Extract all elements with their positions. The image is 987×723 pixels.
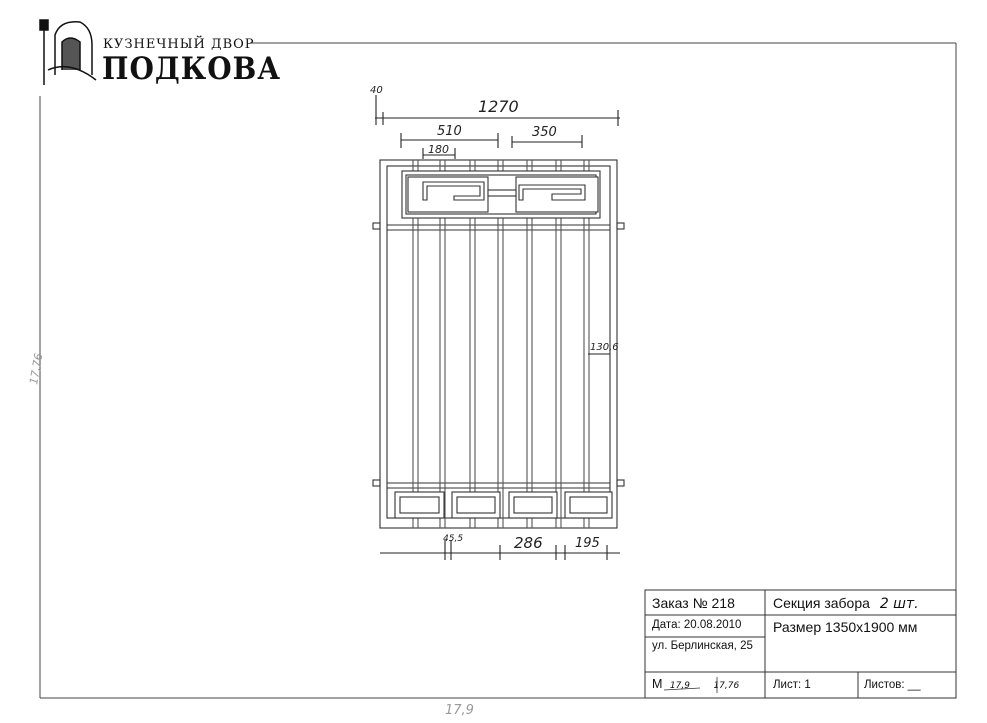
- dimension-lines: [375, 95, 620, 560]
- sheet-count: Листов: __: [864, 679, 921, 691]
- dim-box-pitch: 286: [514, 534, 543, 552]
- dim-spiral-width: 180: [428, 143, 449, 156]
- dim-box-width: 195: [575, 536, 600, 551]
- order-date: Дата: 20.08.2010: [652, 619, 742, 631]
- scale-prefix: М: [652, 677, 663, 691]
- margin-note-left: 17,76: [27, 352, 45, 385]
- product-quantity: 2 шт.: [879, 596, 919, 612]
- logo-subtitle: КУЗНЕЧНЫЙ ДВОР: [103, 37, 255, 52]
- product-size: Размер 1350x1900 мм: [773, 619, 918, 635]
- title-block-grid: [644, 589, 957, 699]
- logo-emblem: [39, 19, 97, 85]
- top-ornament: [401, 170, 601, 219]
- margin-note-bottom: 17,9: [445, 703, 474, 718]
- fence-section-drawing: [372, 95, 625, 560]
- dim-bar-spacing: 130,6: [590, 342, 619, 353]
- dim-ornament-left: 510: [437, 124, 462, 139]
- dim-overall-width: 1270: [478, 97, 519, 116]
- product-label: Секция забора: [773, 595, 870, 611]
- sheet-number: Лист: 1: [773, 679, 811, 691]
- dim-side-post: 40: [370, 85, 383, 96]
- logo-name: ПОДКОВА: [102, 50, 282, 87]
- dim-bottom-gap: 45,5: [443, 534, 463, 544]
- dim-ornament-right: 350: [532, 125, 557, 140]
- order-number: Заказ № 218: [652, 595, 735, 611]
- order-address: ул. Берлинская, 25: [652, 640, 753, 652]
- scale-y: 17,76: [713, 681, 740, 691]
- scale-x: 17,9: [669, 681, 690, 691]
- vertical-bars: [412, 160, 590, 528]
- bottom-ornaments: [394, 491, 613, 519]
